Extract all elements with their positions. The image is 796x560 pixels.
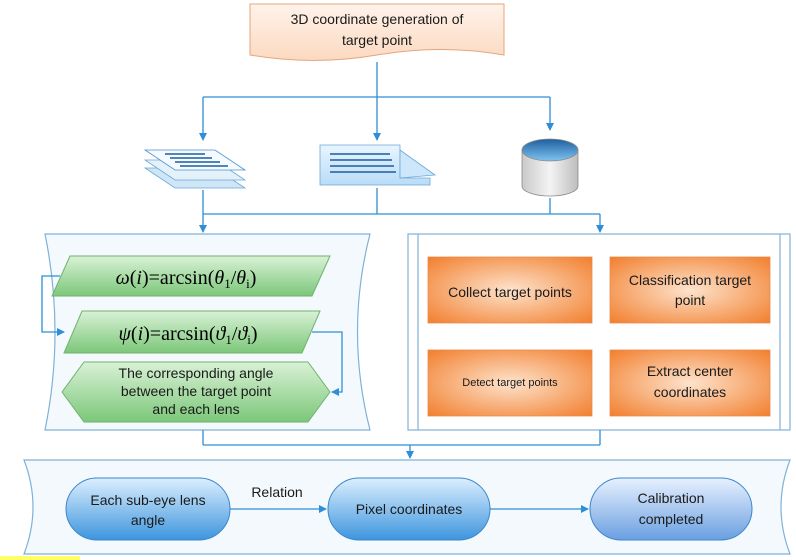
bottom-connectors [202,430,601,459]
lens-angle-oval: Each sub-eye lens angle [65,477,231,541]
lens-angle-line1: Each sub-eye lens [90,492,205,508]
psi-formula-box: ψ(i)=arcsin(ϑ1/ϑi) [63,310,321,354]
stacked-pages-icon [143,149,247,189]
omega-close: ) [250,267,257,289]
omega-num-sub: 1 [224,276,231,291]
psi-rest: =arcsin( [150,323,216,345]
mid-connectors [199,188,604,233]
angle-box-line2: between the target point [121,383,271,399]
detect-label: Detect target points [462,377,558,389]
classify-box [609,256,771,324]
relation-label: Relation [251,484,302,500]
top-document-line2: target point [342,32,412,48]
omega-formula: ω(i)=arcsin(θ1/θi) [116,267,257,291]
psi-den-sub: i [247,332,251,347]
angle-box-line3: and each lens [152,401,239,417]
classify-label-line1: Classification target [629,272,751,288]
psi-func: ψ [118,323,131,345]
corner-highlight [0,556,80,560]
classify-label-line2: point [675,292,705,308]
calibration-oval: Calibration completed [589,477,753,541]
omega-arg: i [136,267,142,289]
left-panel-connectors [41,275,343,396]
angle-hexagon-box: The corresponding angle between the targ… [61,361,331,423]
omega-num: θ [214,267,224,289]
pixel-coordinates-oval: Pixel coordinates [327,477,491,541]
psi-close: ) [251,323,258,345]
psi-den: ϑ [237,323,248,345]
collect-label: Collect target points [448,284,572,300]
angle-box-line1: The corresponding angle [119,365,274,381]
top-connectors [199,62,554,141]
collect-box [427,256,593,324]
top-document-shape: 3D coordinate generation of target point [249,3,505,61]
omega-rest: =arcsin( [149,267,215,289]
database-icon [521,138,579,197]
extract-label-line1: Extract center [647,363,734,379]
omega-den: θ [236,267,246,289]
extract-label-line2: coordinates [654,384,726,400]
lens-angle-line2: angle [131,512,165,528]
calibration-line2: completed [639,511,704,527]
omega-formula-box: ω(i)=arcsin(θ1/θi) [51,255,331,297]
top-document-line1: 3D coordinate generation of [291,11,464,27]
extract-box [609,349,771,417]
pixel-coordinates-label: Pixel coordinates [356,501,463,517]
document-icon [319,144,437,186]
omega-slash: / [231,267,237,289]
psi-arg: i [138,323,144,345]
omega-den-sub: i [246,276,250,291]
psi-num-sub: 1 [225,332,232,347]
detect-box [427,349,593,417]
calibration-line1: Calibration [638,490,705,506]
psi-slash: / [232,323,238,345]
psi-num: ϑ [216,323,227,345]
right-panel: Collect target points Classification tar… [407,233,791,431]
psi-formula: ψ(i)=arcsin(ϑ1/ϑi) [118,323,257,347]
omega-func: ω [116,267,130,289]
